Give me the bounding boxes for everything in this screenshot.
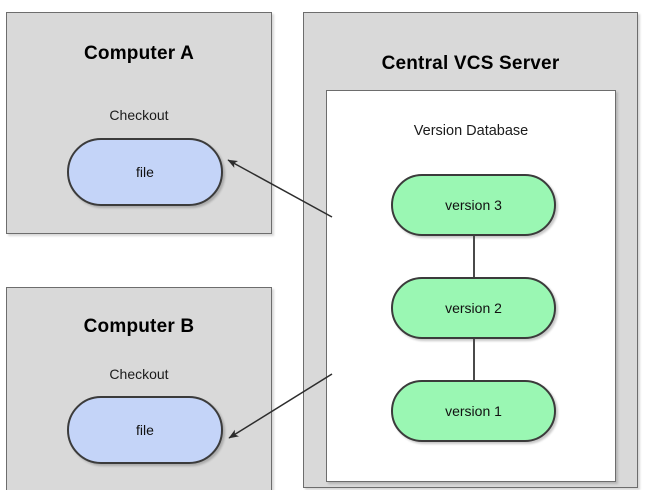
version-node-3: version 3 — [391, 174, 556, 236]
panel-computer-b-title: Computer B — [83, 316, 195, 337]
version-node-2-label: version 2 — [445, 300, 502, 316]
version-node-3-label: version 3 — [445, 197, 502, 213]
version-node-1-label: version 1 — [445, 403, 502, 419]
file-node-computer-a: file — [67, 138, 223, 206]
panel-computer-a: Computer A Checkout file — [6, 12, 272, 234]
file-node-computer-a-label: file — [136, 164, 154, 180]
panel-computer-b: Computer B Checkout file — [6, 287, 272, 490]
file-node-computer-b-label: file — [136, 422, 154, 438]
file-node-computer-b: file — [67, 396, 223, 464]
version-node-1: version 1 — [391, 380, 556, 442]
checkout-label-computer-b: Checkout — [109, 366, 169, 382]
connector-version2-version1 — [473, 339, 475, 380]
checkout-label-computer-a: Checkout — [109, 107, 169, 123]
version-database-box: Version Database version 3 version 2 ver… — [326, 90, 616, 482]
connector-version3-version2 — [473, 236, 475, 277]
panel-central-vcs-server-title: Central VCS Server — [381, 53, 560, 74]
panel-computer-a-title: Computer A — [83, 43, 195, 64]
version-node-2: version 2 — [391, 277, 556, 339]
version-database-label: Version Database — [413, 123, 529, 139]
panel-central-vcs-server: Central VCS Server Version Database vers… — [303, 12, 638, 488]
